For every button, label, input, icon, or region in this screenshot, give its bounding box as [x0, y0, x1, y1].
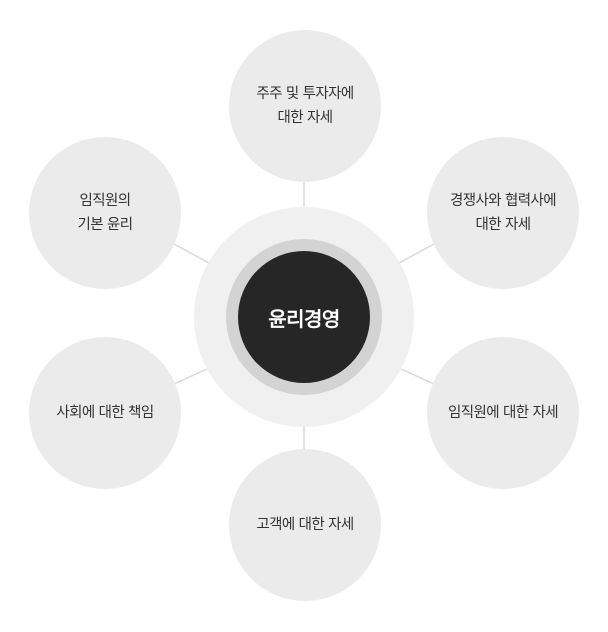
- node-label: 고객에 대한 자세: [256, 517, 354, 533]
- node-label: 임직원에 대한 자세: [448, 405, 559, 421]
- node-social-responsibility: 사회에 대한 책임: [29, 337, 181, 489]
- node-label: 경쟁사와 협력사에 대한 자세: [450, 193, 557, 233]
- node-competitors-partners: 경쟁사와 협력사에 대한 자세: [427, 137, 579, 289]
- node-shareholders-investors: 주주 및 투자자에 대한 자세: [229, 30, 381, 182]
- center-label: 윤리경영: [268, 306, 340, 331]
- node-employees-attitude: 임직원에 대한 자세: [427, 337, 579, 489]
- node-customers: 고객에 대한 자세: [229, 449, 381, 601]
- node-label: 주주 및 투자자에 대한 자세: [256, 86, 354, 126]
- node-label: 사회에 대한 책임: [56, 405, 154, 421]
- node-employee-basic-ethics: 임직원의 기본 윤리: [29, 137, 181, 289]
- node-label: 임직원의 기본 윤리: [77, 193, 134, 233]
- center-circle: 윤리경영: [238, 251, 370, 383]
